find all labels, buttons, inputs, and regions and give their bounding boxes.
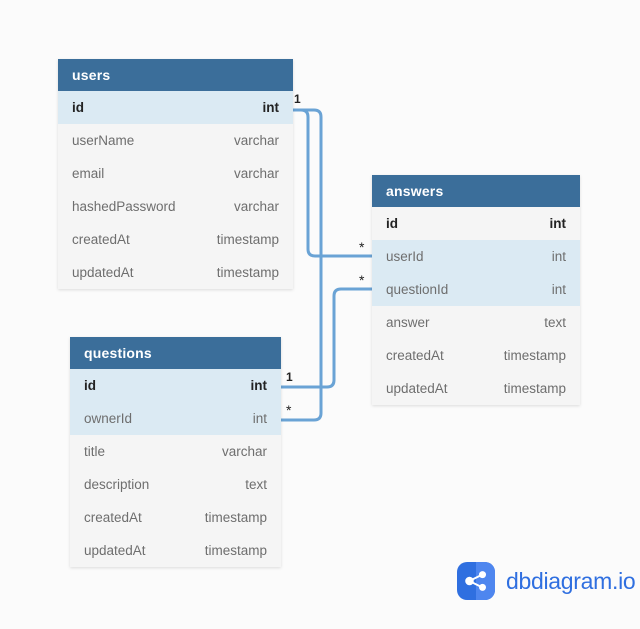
table-header-answers[interactable]: answers (372, 175, 580, 207)
field-name: createdAt (386, 348, 444, 363)
field-row-users-email[interactable]: email varchar (58, 157, 293, 190)
field-type: text (544, 315, 566, 330)
field-row-questions-description[interactable]: description text (70, 468, 281, 501)
field-name: id (84, 378, 96, 393)
field-name: id (386, 216, 398, 231)
field-name: updatedAt (386, 381, 448, 396)
table-answers[interactable]: answers id int userId int questionId int answer… (372, 175, 580, 405)
field-type: text (245, 477, 267, 492)
field-type: int (549, 216, 567, 231)
cardinality-users-id-one: 1 (294, 92, 301, 106)
cardinality-answers-userid-many: * (359, 239, 365, 255)
field-name: email (72, 166, 105, 181)
field-type: timestamp (503, 348, 566, 363)
cardinality-questions-ownerid-many: * (286, 402, 292, 418)
field-name: createdAt (72, 232, 130, 247)
logo-wordmark: dbdiagram.io (506, 567, 636, 594)
field-row-answers-questionId[interactable]: questionId int (372, 273, 580, 306)
field-type: int (250, 378, 268, 393)
field-name: title (84, 444, 106, 459)
relationship-questions-id-to-answers-questionid[interactable] (279, 287, 374, 389)
field-row-questions-id[interactable]: id int (70, 369, 281, 402)
field-type: timestamp (216, 265, 279, 280)
field-name: answer (386, 315, 430, 330)
table-questions[interactable]: questions id int ownerId int title varchar desc… (70, 337, 281, 567)
field-type: int (551, 249, 566, 264)
field-name: createdAt (84, 510, 142, 525)
field-row-users-createdAt[interactable]: createdAt timestamp (58, 223, 293, 256)
field-name: hashedPassword (72, 199, 176, 214)
table-header-questions[interactable]: questions (70, 337, 281, 369)
field-type: int (262, 100, 280, 115)
field-row-questions-title[interactable]: title varchar (70, 435, 281, 468)
cardinality-answers-questionid-many: * (359, 272, 365, 288)
field-type: timestamp (503, 381, 566, 396)
cardinality-questions-id-one: 1 (286, 370, 293, 384)
dbdiagram-logo[interactable]: dbdiagram.io (457, 562, 636, 600)
field-row-questions-createdAt[interactable]: createdAt timestamp (70, 501, 281, 534)
field-name: userId (386, 249, 424, 264)
share-network-icon (457, 562, 495, 600)
field-type: timestamp (216, 232, 279, 247)
field-row-answers-answer[interactable]: answer text (372, 306, 580, 339)
field-type: timestamp (204, 543, 267, 558)
field-name: description (84, 477, 150, 492)
field-type: varchar (233, 166, 279, 181)
field-row-questions-ownerId[interactable]: ownerId int (70, 402, 281, 435)
field-row-users-hashedPassword[interactable]: hashedPassword varchar (58, 190, 293, 223)
field-name: id (72, 100, 84, 115)
field-row-answers-userId[interactable]: userId int (372, 240, 580, 273)
field-row-users-updatedAt[interactable]: updatedAt timestamp (58, 256, 293, 289)
field-type: int (551, 282, 566, 297)
relationship-users-id-to-answers-userid[interactable] (291, 108, 374, 258)
field-row-answers-updatedAt[interactable]: updatedAt timestamp (372, 372, 580, 405)
field-name: ownerId (84, 411, 133, 426)
field-row-users-userName[interactable]: userName varchar (58, 124, 293, 157)
field-name: userName (72, 133, 135, 148)
field-name: updatedAt (84, 543, 146, 558)
field-type: int (252, 411, 267, 426)
field-type: timestamp (204, 510, 267, 525)
field-name: updatedAt (72, 265, 134, 280)
field-row-questions-updatedAt[interactable]: updatedAt timestamp (70, 534, 281, 567)
field-row-answers-id[interactable]: id int (372, 207, 580, 240)
field-type: varchar (221, 444, 267, 459)
field-row-users-id[interactable]: id int (58, 91, 293, 124)
field-type: varchar (233, 199, 279, 214)
field-name: questionId (386, 282, 449, 297)
table-header-users[interactable]: users (58, 59, 293, 91)
field-row-answers-createdAt[interactable]: createdAt timestamp (372, 339, 580, 372)
field-type: varchar (233, 133, 279, 148)
